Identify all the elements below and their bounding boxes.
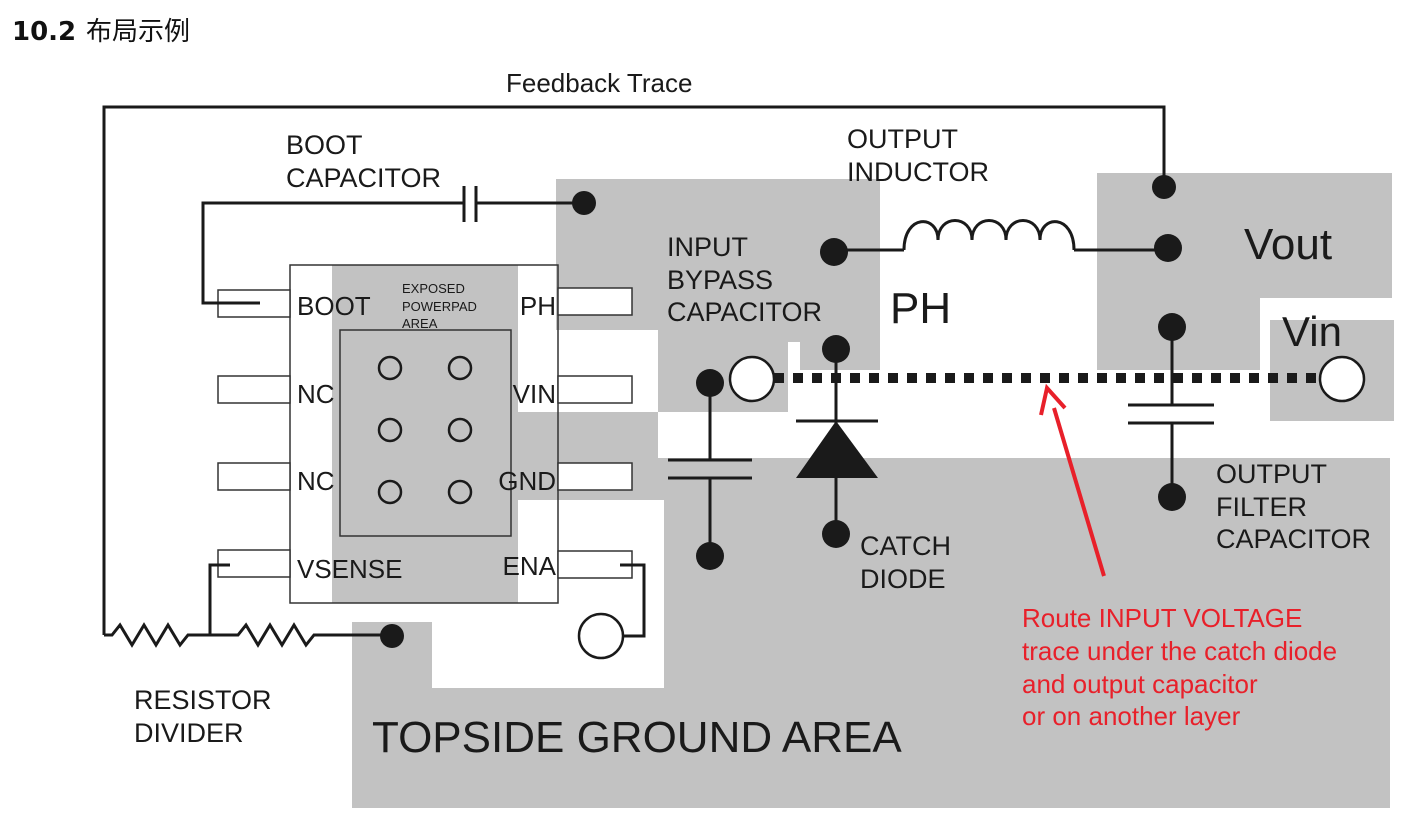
via	[377, 355, 403, 381]
filter-cap-bottom-node	[1158, 483, 1186, 511]
ena-via	[577, 612, 625, 660]
section-number: 10.2	[12, 17, 76, 47]
pin-nc-1	[217, 375, 291, 404]
input-bypass-label-3: CAPACITOR	[667, 297, 822, 327]
topside-ground-label: TOPSIDE GROUND AREA	[372, 713, 902, 762]
annotation-line-3: and output capacitor	[1022, 669, 1258, 699]
inductor-node-ph	[820, 238, 848, 266]
input-vin-via	[728, 355, 776, 403]
section-title: 布局示例	[86, 17, 190, 47]
output-inductor-label-2: INDUCTOR	[847, 157, 989, 187]
input-bypass-label-1: INPUT	[667, 232, 748, 262]
powerpad-label-line-1: EXPOSED	[402, 281, 465, 296]
pin-label-nc-1: NC	[297, 379, 335, 409]
ph-node-label: PH	[890, 284, 951, 333]
pin-label-boot: BOOT	[297, 291, 371, 321]
catch-diode	[796, 349, 878, 534]
vin-label: Vin	[1282, 308, 1342, 355]
via	[447, 417, 473, 443]
via	[447, 355, 473, 381]
pin-vin	[557, 375, 633, 404]
thermal-pad-outline	[339, 329, 512, 537]
pin-label-nc-2: NC	[297, 466, 335, 496]
resistor-divider-label-1: RESISTOR	[134, 685, 272, 715]
pin-label-ph: PH	[520, 291, 556, 321]
boot-capacitor-node	[572, 191, 596, 215]
feedback-trace	[102, 105, 1166, 635]
diode-bottom-node	[822, 520, 850, 548]
pin-nc-2	[217, 462, 291, 491]
resistor-divider	[104, 563, 392, 648]
input-bypass-label-2: BYPASS	[667, 265, 773, 295]
output-inductor-label-1: OUTPUT	[847, 124, 958, 154]
catch-diode-label-2: DIODE	[860, 564, 946, 594]
ph-copper-area	[556, 179, 880, 370]
pin-label-vin: VIN	[513, 379, 556, 409]
boot-capacitor-label-1: BOOT	[286, 130, 363, 160]
annotation-line-4: or on another layer	[1022, 701, 1241, 731]
diagram-labels: Feedback Trace BOOT CAPACITOR OUTPUT IND…	[134, 68, 1371, 762]
annotation-text: Route INPUT VOLTAGE trace under the catc…	[1022, 603, 1337, 731]
diode-top-node	[822, 335, 850, 363]
via	[377, 479, 403, 505]
boot-capacitor-label-2: CAPACITOR	[286, 163, 441, 193]
catch-diode-label-1: CATCH	[860, 531, 951, 561]
copper-areas	[332, 173, 1394, 808]
resistor-ground-node	[380, 624, 404, 648]
bypass-cap-top-node	[696, 369, 724, 397]
annotation-arrow	[1039, 383, 1106, 577]
pin-labels: BOOT NC NC VSENSE PH VIN GND ENA	[297, 291, 557, 584]
pin-label-vsense: VSENSE	[297, 554, 403, 584]
pin-gnd	[557, 462, 633, 491]
resistor-divider-label-2: DIVIDER	[134, 718, 244, 748]
boot-capacitor-circuit	[201, 186, 584, 305]
output-filter-label-1: OUTPUT	[1216, 459, 1327, 489]
topside-ground-area	[352, 412, 1390, 808]
bypass-cap-bottom-node	[696, 542, 724, 570]
thermal-vias	[377, 355, 473, 505]
inductor-node-vout	[1154, 234, 1182, 262]
exposed-powerpad-area	[332, 265, 518, 603]
annotation-line-2: trace under the catch diode	[1022, 636, 1337, 666]
powerpad-label: EXPOSED POWERPAD AREA	[402, 281, 477, 331]
pin-ph	[557, 287, 633, 316]
vin-via	[1318, 355, 1366, 403]
ena-trace	[620, 563, 646, 638]
via	[377, 417, 403, 443]
output-filter-label-3: CAPACITOR	[1216, 524, 1371, 554]
powerpad-label-line-2: POWERPAD	[402, 299, 477, 314]
feedback-trace-label: Feedback Trace	[506, 68, 692, 98]
powerpad-label-line-3: AREA	[402, 316, 438, 331]
pin-ena	[557, 550, 633, 579]
pin-label-gnd: GND	[498, 466, 556, 496]
feedback-node-vout	[1152, 175, 1176, 199]
annotation-line-1: Route INPUT VOLTAGE	[1022, 603, 1302, 633]
ic-package	[289, 264, 559, 604]
filter-cap-top-node	[1158, 313, 1186, 341]
output-filter-label-2: FILTER	[1216, 492, 1307, 522]
pin-label-ena: ENA	[503, 551, 557, 581]
via	[447, 479, 473, 505]
vout-label: Vout	[1244, 220, 1332, 269]
